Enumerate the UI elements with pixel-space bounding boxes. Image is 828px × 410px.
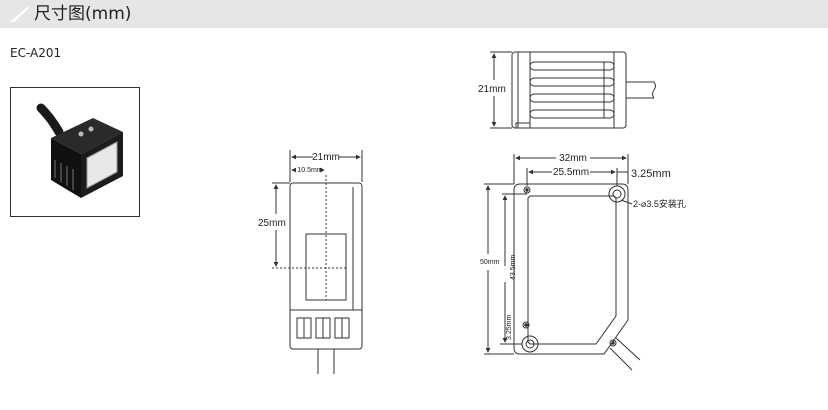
- product-photo: [10, 87, 140, 217]
- side-bottom-offset-label: 3.25mm: [506, 315, 513, 340]
- front-view: [272, 150, 363, 374]
- mount-hole-label: 2-⌀3.5安装孔: [633, 198, 686, 209]
- sensor-illustration: [36, 103, 123, 198]
- mount-hole-top-right: [608, 185, 626, 203]
- front-offset-label: 10.5mm: [297, 167, 322, 174]
- side-edge-offset-label: 3.25mm: [631, 168, 671, 180]
- side-width-label: 32mm: [559, 153, 587, 164]
- front-width-label: 21mm: [312, 152, 340, 163]
- model-number: EC-A201: [10, 46, 62, 60]
- section-header: 尺寸图(mm): [0, 0, 828, 28]
- top-view: [490, 51, 656, 129]
- header-slash-icon: [10, 6, 28, 22]
- top-height-label: 21mm: [478, 84, 506, 95]
- top-body-outline: [511, 51, 627, 129]
- mount-hole-mid-left: [522, 321, 530, 329]
- side-hole-height-label: 43.5mm: [510, 255, 517, 280]
- front-height-label: 25mm: [258, 218, 286, 229]
- side-body-outline: [513, 183, 629, 355]
- side-view: [484, 154, 641, 371]
- side-hole-spacing-label: 25.5mm: [553, 167, 589, 178]
- side-height-label: 50mm: [480, 259, 500, 266]
- page-title: 尺寸图(mm): [34, 4, 132, 24]
